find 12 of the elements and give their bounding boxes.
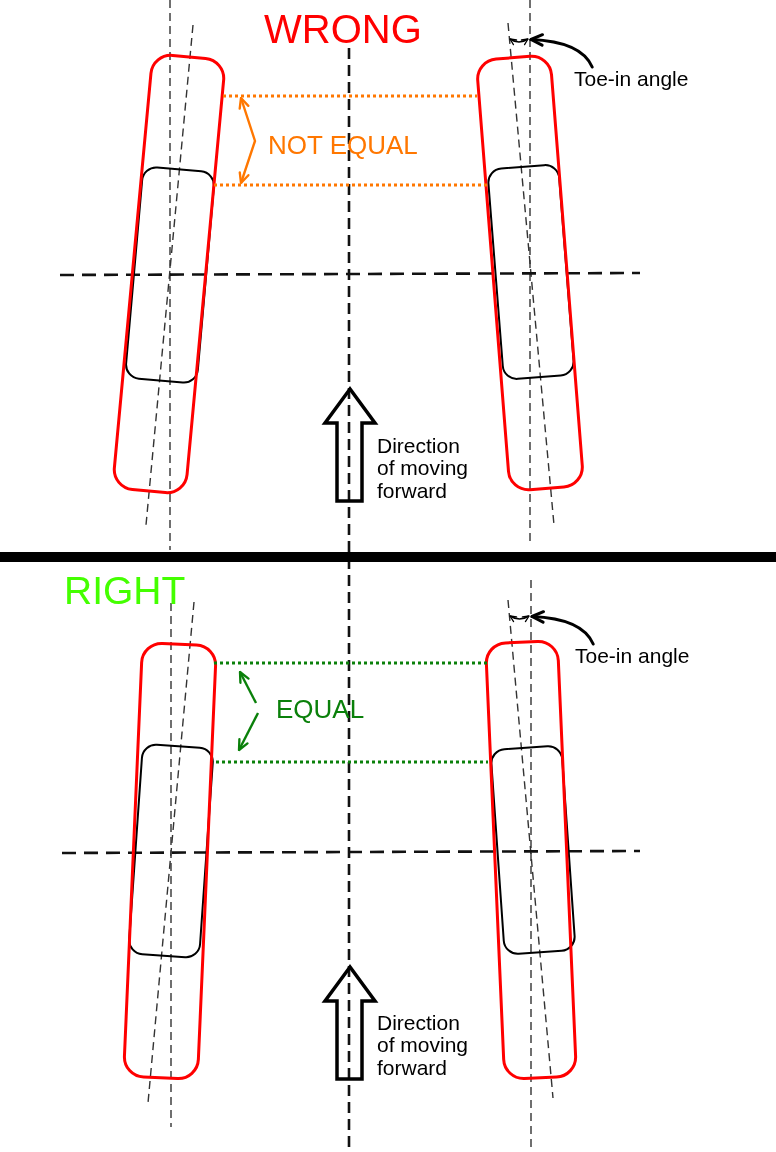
angle-dimension-arrow [509,38,529,46]
leader-arrow [529,33,594,69]
status-heading: RIGHT [64,568,186,613]
callout-label: Toe-in angle [574,66,689,91]
measurement-label: EQUAL [276,694,365,724]
measurement-label: NOT EQUAL [268,130,418,160]
leader-arrow [530,610,595,646]
angle-dimension-arrow [509,615,530,623]
direction-label: Direction of moving forward [377,434,470,502]
direction-label: Direction of moving forward [377,1011,470,1079]
callout-label: Toe-in angle [575,643,690,668]
status-heading: WRONG [264,6,422,52]
